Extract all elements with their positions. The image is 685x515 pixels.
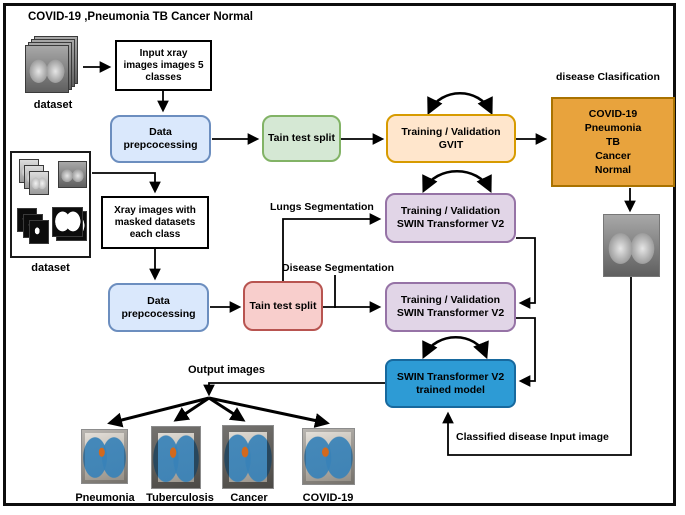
output-label-tuberculosis: Tuberculosis: [146, 492, 214, 504]
disease-classes-box: COVID-19 Pneumonia TB Cancer Normal: [551, 97, 675, 187]
masked-dataset-thumb: [58, 161, 87, 188]
output-label-cancer: Cancer: [230, 492, 268, 504]
classified-xray-image: [603, 214, 660, 277]
mask-thumb: [29, 220, 49, 244]
masked-dataset-thumb: [29, 171, 49, 195]
xray-stack-layer: [25, 45, 69, 93]
output-label-covid: COVID-19: [302, 492, 354, 504]
lungs-segmentation-label: Lungs Segmentation: [270, 201, 374, 213]
output-image-cancer: [222, 425, 274, 489]
disease-classification-label: disease Clasification: [556, 71, 660, 83]
train-test-split-2-box: Tain test split: [243, 281, 323, 331]
classified-disease-input-label: Classified disease Input image: [456, 431, 609, 443]
swin-trained-model-box: SWIN Transformer V2 trained model: [385, 359, 516, 408]
train-test-split-1-box: Tain test split: [262, 115, 341, 162]
training-validation-swin2-box: Training / Validation SWIN Transformer V…: [385, 282, 516, 332]
mask-thumb: [52, 207, 83, 237]
dataset2-label: dataset: [31, 262, 70, 274]
disease-segmentation-label: Disease Segmentation: [282, 262, 395, 274]
input-xray-images-box: Input xray images images 5 classes: [115, 40, 212, 91]
data-preprocessing-2-box: Data prepcocessing: [108, 283, 209, 332]
dataset2-box: [10, 151, 91, 258]
diagram-border: [3, 3, 676, 506]
output-label-pneumonia: Pneumonia: [75, 492, 135, 504]
dataset1-label: dataset: [33, 99, 73, 111]
training-validation-gvit-box: Training / Validation GVIT: [386, 114, 516, 163]
output-image-covid: [302, 428, 355, 485]
masked-datasets-box: Xray images with masked datasets each cl…: [101, 196, 209, 249]
output-image-tuberculosis: [151, 426, 201, 489]
output-images-label: Output images: [188, 364, 266, 376]
dataset1-xray-stack: [25, 36, 81, 96]
training-validation-swin1-box: Training / Validation SWIN Transformer V…: [385, 193, 516, 243]
output-image-pneumonia: [81, 429, 128, 484]
diagram-title: COVID-19 ,Pneumonia TB Cancer Normal: [28, 11, 253, 23]
data-preprocessing-1-box: Data prepcocessing: [110, 115, 211, 163]
